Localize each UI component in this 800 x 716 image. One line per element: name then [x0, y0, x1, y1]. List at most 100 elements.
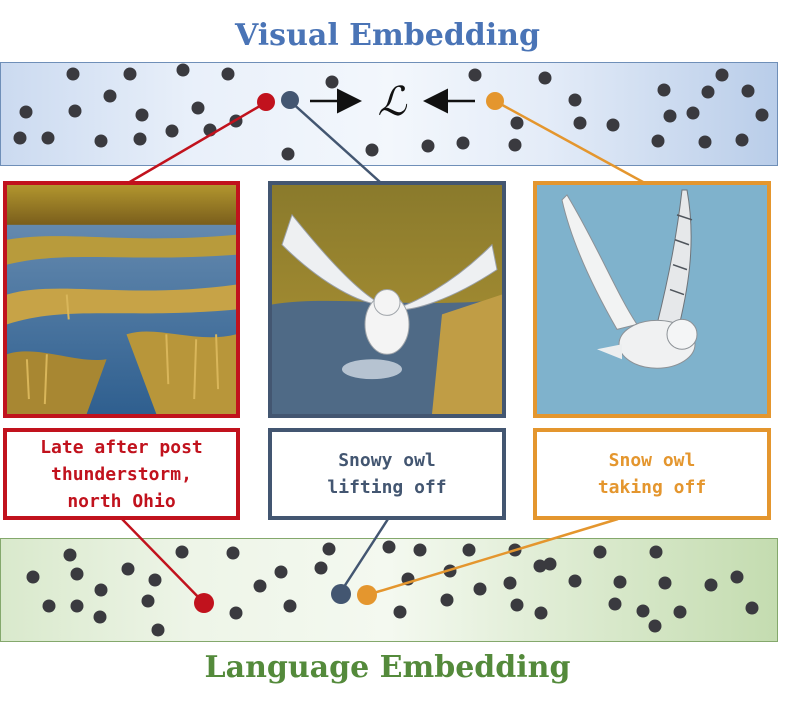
language-embedding-dot [63, 548, 77, 562]
language-embedding-dot [704, 578, 718, 592]
connector-orange-language [366, 517, 619, 597]
visual-embedding-dot [606, 118, 620, 132]
language-embedding-dot [42, 599, 56, 613]
language-embedding-dot [534, 606, 548, 620]
language-embedding-dot [70, 567, 84, 581]
visual-embedding-dot [456, 136, 470, 150]
language-embedding-dot [673, 605, 687, 619]
visual-point-owl-taking [486, 92, 504, 110]
language-embedding-dot [745, 601, 759, 615]
language-embedding-dot [510, 598, 524, 612]
language-embedding-dot [141, 594, 155, 608]
language-embedding-dot [229, 606, 243, 620]
language-embedding-dot [322, 542, 336, 556]
snowy-owl-flying-image [533, 181, 771, 418]
language-embedding-dot [382, 540, 396, 554]
visual-embedding-dot [755, 108, 769, 122]
flooded-field-image [3, 181, 240, 418]
language-embedding-dot [613, 575, 627, 589]
visual-embedding-dot [13, 131, 27, 145]
visual-embedding-dot [735, 133, 749, 147]
language-point-owl-taking [357, 585, 377, 605]
visual-embedding-dot [103, 89, 117, 103]
visual-embedding-dot [135, 108, 149, 122]
language-embedding-space [0, 538, 778, 642]
language-embedding-dot [274, 565, 288, 579]
visual-point-field [257, 93, 275, 111]
language-embedding-dots [26, 540, 759, 637]
connector-navy-visual [289, 100, 381, 183]
language-embedding-dot [151, 623, 165, 637]
snowy-owl-lifting-image [268, 181, 506, 418]
language-embedding-dot [543, 557, 557, 571]
language-embedding-dot [94, 583, 108, 597]
language-embedding-dot [93, 610, 107, 624]
language-embedding-dot [608, 597, 622, 611]
visual-embedding-dot [698, 135, 712, 149]
visual-embedding-dot [365, 143, 379, 157]
language-embedding-dot [283, 599, 297, 613]
visual-embedding-dot [657, 83, 671, 97]
visual-embedding-dot [66, 67, 80, 81]
language-embedding-dot [121, 562, 135, 576]
visual-embedding-dot [573, 116, 587, 130]
visual-embedding-dot [468, 68, 482, 82]
language-embedding-dot [26, 570, 40, 584]
language-embedding-dot [503, 576, 517, 590]
language-embedding-dot [253, 579, 267, 593]
visual-embedding-dot [510, 116, 524, 130]
visual-embedding-dot [508, 138, 522, 152]
caption-owl-taking: Snow owl taking off [533, 428, 771, 520]
visual-embedding-dot [281, 147, 295, 161]
visual-embedding-dot [165, 124, 179, 138]
visual-embedding-dot [568, 93, 582, 107]
language-embedding-dot [533, 559, 547, 573]
visual-embedding-dot [191, 101, 205, 115]
visual-embedding-dot [325, 75, 339, 89]
visual-embedding-dot [538, 71, 552, 85]
language-embedding-dot [473, 582, 487, 596]
visual-embedding-dot [651, 134, 665, 148]
visual-embedding-dot [701, 85, 715, 99]
loss-symbol: ℒ [378, 79, 408, 125]
language-embedding-dot [593, 545, 607, 559]
connector-red-visual [127, 101, 266, 185]
visual-embedding-dot [686, 106, 700, 120]
language-embedding-dot [648, 619, 662, 633]
language-embedding-title: Language Embedding [204, 650, 571, 685]
language-embedding-dot [440, 593, 454, 607]
visual-embedding-dot [421, 139, 435, 153]
language-embedding-dot [413, 543, 427, 557]
visual-embedding-dot [68, 104, 82, 118]
language-embedding-dot [636, 604, 650, 618]
visual-embedding-dot [663, 109, 677, 123]
language-embedding-dot [462, 543, 476, 557]
caption-field: Late after post thunderstorm, north Ohio [3, 428, 240, 520]
connector-red-language [121, 518, 205, 604]
visual-embedding-dot [176, 63, 190, 77]
connector-navy-language [338, 518, 390, 594]
language-point-owl-lifting [331, 584, 351, 604]
language-embedding-dot [393, 605, 407, 619]
visual-embedding-dots [13, 63, 769, 161]
language-embedding-dot [649, 545, 663, 559]
visual-point-owl-lifting [281, 91, 299, 109]
visual-embedding-dot [41, 131, 55, 145]
language-embedding-dot [70, 599, 84, 613]
language-embedding-dot [175, 545, 189, 559]
visual-embedding-title: Visual Embedding [235, 18, 540, 53]
visual-embedding-dot [19, 105, 33, 119]
language-embedding-dot [730, 570, 744, 584]
visual-embedding-dot [94, 134, 108, 148]
visual-embedding-dot [221, 67, 235, 81]
caption-owl-lifting: Snowy owl lifting off [268, 428, 506, 520]
visual-embedding-dot [123, 67, 137, 81]
language-embedding-dot [148, 573, 162, 587]
visual-embedding-dot [133, 132, 147, 146]
connector-orange-visual [494, 99, 644, 184]
language-embedding-dot [226, 546, 240, 560]
language-point-field [194, 593, 214, 613]
visual-embedding-dot [715, 68, 729, 82]
language-embedding-dot [658, 576, 672, 590]
